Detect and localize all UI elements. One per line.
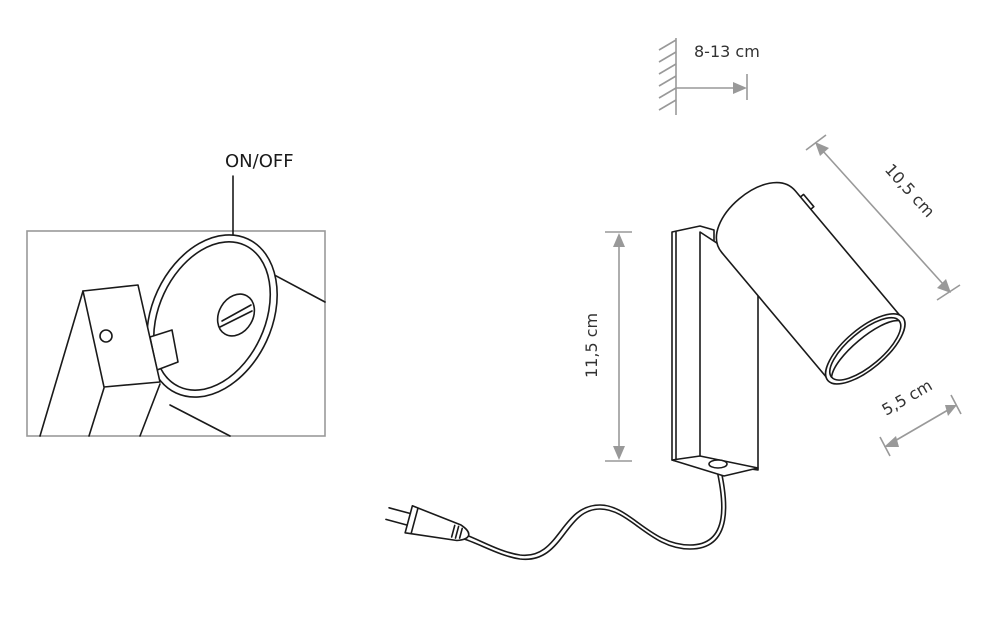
head-diameter-dimension: 5,5 cm <box>879 376 962 457</box>
height-label: 11,5 cm <box>582 313 601 378</box>
height-dimension: 11,5 cm <box>582 231 632 462</box>
plug-icon <box>385 504 470 542</box>
head-diameter-label: 5,5 cm <box>879 376 936 420</box>
head-length-label: 10,5 cm <box>881 160 939 221</box>
wall-distance-label: 8-13 cm <box>694 42 760 61</box>
switch-detail-inset: ON/OFF <box>26 151 326 437</box>
screw-icon <box>216 293 256 337</box>
switch-disc <box>146 234 278 398</box>
detail-frame <box>26 230 326 437</box>
wall-bracket <box>671 225 759 477</box>
wall-distance-dimension: 8-13 cm <box>658 38 760 115</box>
lamp-head <box>715 181 906 385</box>
lamp-opening <box>824 313 906 385</box>
bracket-top <box>82 284 161 388</box>
power-cable <box>463 465 727 560</box>
on-off-label: ON/OFF <box>225 151 294 172</box>
